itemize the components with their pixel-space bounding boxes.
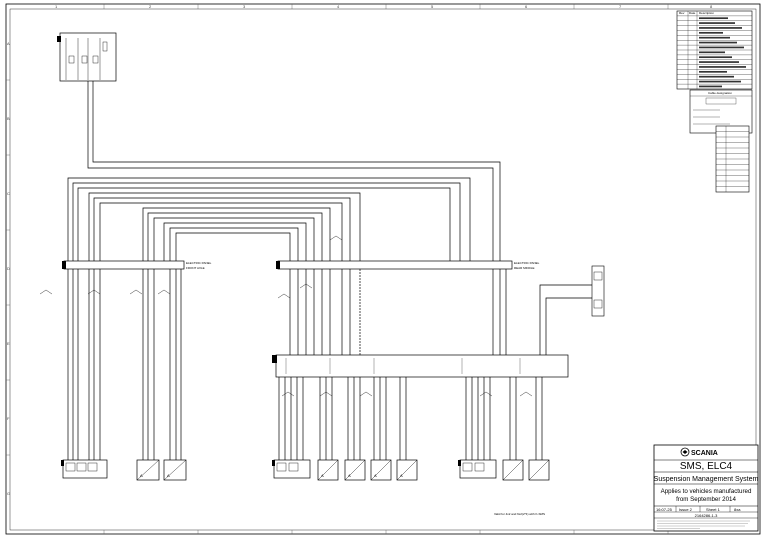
color-code-table — [715, 125, 750, 193]
revision-row-text — [699, 75, 734, 78]
document-number: 2164286-1-3 — [695, 513, 718, 518]
component-c1: A — [136, 459, 160, 481]
wire-markers — [39, 235, 533, 397]
sheet-border — [5, 3, 761, 535]
rev-header-rev: Rev — [679, 11, 685, 15]
component-c3: A — [317, 459, 339, 481]
ruler-side-b: B — [7, 116, 10, 121]
applies-line-2: from September 2014 — [676, 496, 736, 503]
ruler-top-5: 5 — [431, 4, 434, 9]
front-sensor-group — [61, 459, 108, 479]
revision-row-text — [699, 36, 730, 39]
component-c4-label: A — [348, 473, 351, 478]
bottom-caption: Valid for 4x2 and 6x2(2*4) with K-SMS — [494, 512, 545, 516]
system-code: SMS, ELC4 — [680, 461, 733, 472]
legend-heading: Cable designation — [708, 91, 732, 95]
ruler-side-a: A — [7, 41, 10, 46]
revision-row-text — [699, 80, 741, 83]
front-axle-label-1: ELECTRIC PANEL — [186, 261, 212, 265]
main-distribution-bar — [272, 354, 569, 378]
rear-valve-2 — [528, 459, 550, 481]
ruler-ticks — [6, 4, 669, 534]
rev-header-date: Date — [689, 11, 696, 15]
revision-row-text — [699, 70, 727, 73]
rear-right-sensor-group — [458, 459, 497, 479]
electric-panel-front-axle: ELECTRIC PANEL FRONT AXLE — [62, 260, 212, 270]
right-side-connector — [539, 265, 605, 355]
ruler-side-c: C — [7, 191, 10, 196]
component-c5: A — [370, 459, 392, 481]
ruler-side-f: F — [7, 416, 10, 421]
revision-table: Rev Date Description — [676, 10, 753, 90]
revision-row-text — [699, 56, 732, 59]
revision-row-text — [699, 51, 725, 54]
revision-row-text — [699, 85, 722, 88]
applies-line-1: Applies to vehicles manufactured — [661, 488, 752, 495]
brand-name: SCANIA — [691, 450, 718, 457]
revision-row-text — [699, 41, 737, 44]
sheet-inner-border — [9, 8, 757, 531]
title-block-fineprint — [657, 520, 750, 529]
component-c2: A — [163, 459, 187, 481]
electric-panel-rear-middle: ELECTRIC PANEL REAR MIDDLE — [276, 260, 540, 270]
ruler-top-6: 6 — [525, 4, 528, 9]
revision-row-text — [699, 27, 742, 29]
component-c6-label: A — [400, 473, 403, 478]
front-harness-wires — [67, 177, 471, 262]
rear-valve-1 — [502, 459, 524, 481]
rear-middle-label-1: ELECTRIC PANEL — [514, 261, 540, 265]
ruler-top-3: 3 — [243, 4, 246, 9]
rear-middle-label-2: REAR MIDDLE — [514, 266, 535, 270]
issue-date: 16:07-25 — [656, 507, 673, 512]
revision-row-text — [699, 66, 746, 68]
front-axle-label-2: FRONT AXLE — [186, 266, 205, 270]
ruler-side-d: D — [7, 266, 10, 271]
system-name: Suspension Management System — [654, 476, 759, 483]
ruler-top-1: 1 — [55, 4, 58, 9]
ruler-top-4: 4 — [337, 4, 340, 9]
ruler-labels: 1 2 3 4 5 6 7 8 A B C D E F G — [7, 4, 713, 496]
revision-row-text — [699, 61, 739, 63]
revision-row-text — [699, 17, 728, 20]
sheet-number: Sheet 1 — [706, 507, 721, 512]
rear-lower-wires — [278, 377, 543, 460]
ruler-top-7: 7 — [619, 4, 622, 9]
top-control-unit — [57, 32, 117, 82]
component-c6: A — [396, 459, 418, 481]
revision-row-text — [699, 31, 723, 34]
front-lower-wires — [67, 269, 182, 460]
ruler-top-8: 8 — [710, 4, 713, 9]
ruler-side-e: E — [7, 341, 10, 346]
top-unit-wires — [87, 81, 501, 262]
revision-row-text — [699, 46, 744, 49]
rev-header-description: Description — [699, 11, 714, 15]
sheet-size: 8xa — [734, 507, 741, 512]
revision-row-text — [699, 22, 735, 24]
issue-number: Issue 2 — [679, 507, 693, 512]
ruler-side-g: G — [7, 491, 10, 496]
component-c5-label: A — [374, 473, 377, 478]
title-block: SCANIA SMS, ELC4 Suspension Management S… — [653, 444, 759, 532]
ruler-top-2: 2 — [149, 4, 152, 9]
rear-sensor-group — [272, 459, 311, 479]
component-c2-label: A — [167, 473, 170, 478]
rear-mid-wires — [289, 269, 507, 355]
component-c4: A — [344, 459, 366, 481]
component-c3-label: A — [321, 473, 324, 478]
component-c1-label: A — [140, 473, 143, 478]
scania-logo: SCANIA — [680, 447, 718, 457]
